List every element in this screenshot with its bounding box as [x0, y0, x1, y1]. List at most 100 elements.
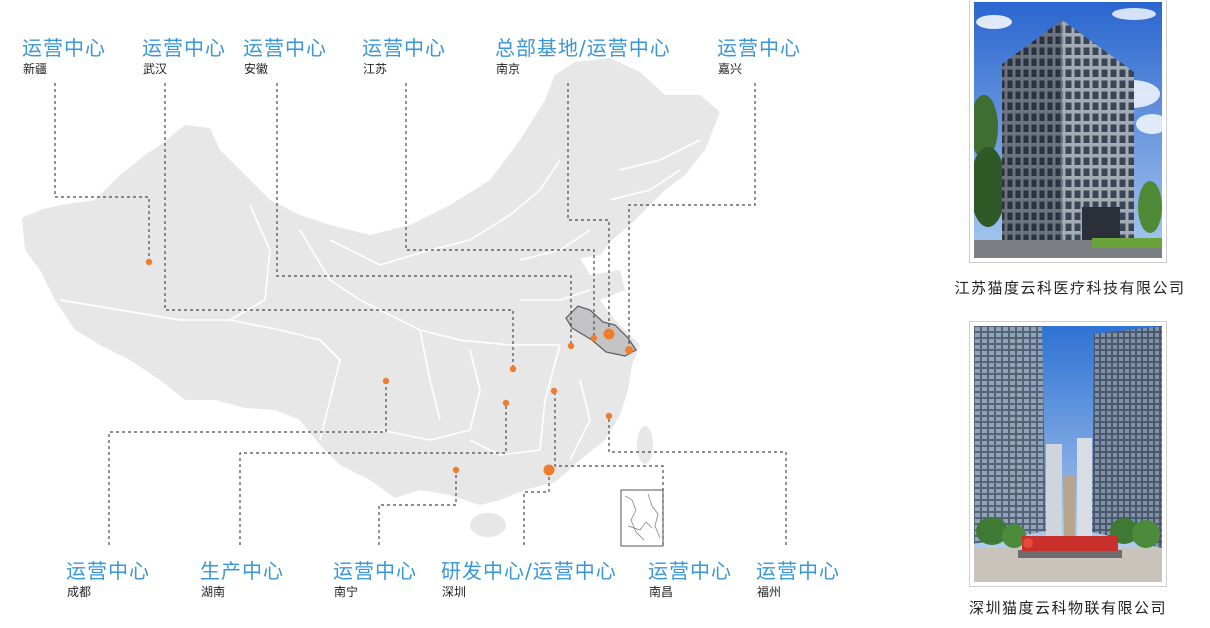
province-border — [329, 159, 561, 266]
center-type-label: 研发中心/运营中心 — [441, 559, 617, 583]
china-map — [22, 58, 787, 547]
location-dot-nanjing — [603, 328, 615, 340]
province-border — [609, 169, 681, 201]
label-nanning: 运营中心 南宁 — [333, 560, 417, 599]
city-label: 深圳 — [442, 585, 467, 599]
connector-line-nanning — [378, 470, 457, 545]
connector-line-nanjing — [567, 83, 610, 334]
center-type-label: 运营中心 — [333, 559, 417, 583]
city-label: 新疆 — [23, 62, 48, 76]
tree — [1138, 181, 1162, 233]
province-border — [419, 329, 441, 421]
lawn — [1092, 238, 1162, 248]
province-border — [379, 429, 471, 441]
center-type-label: 运营中心 — [66, 559, 150, 583]
city-label: 江苏 — [363, 62, 388, 76]
province-border — [569, 379, 591, 461]
left-tower — [974, 326, 1046, 544]
center-type-label: 运营中心 — [362, 36, 446, 60]
tree — [1132, 520, 1160, 548]
shenzhen-company-caption: 深圳猫度云科物联有限公司 — [968, 599, 1167, 617]
tree — [976, 517, 1008, 545]
province-border — [59, 299, 266, 321]
location-dot-chengdu — [382, 377, 390, 385]
province-border — [520, 289, 591, 301]
distant-building — [1077, 438, 1092, 538]
building-left-face — [1002, 20, 1062, 240]
center-type-label: 运营中心 — [717, 36, 801, 60]
jiangsu-office-photo-frame — [969, 0, 1167, 263]
building-right-face — [1062, 20, 1134, 240]
connector-line-nanchang — [554, 391, 664, 545]
connector-line-chengdu — [108, 381, 387, 545]
connector-line-jiaxing — [628, 83, 756, 350]
taiwan-island — [637, 426, 653, 464]
city-label: 南昌 — [649, 585, 674, 599]
entrance-sign — [1022, 536, 1118, 551]
location-dot-nanning — [452, 466, 460, 474]
inset-frame — [620, 489, 664, 547]
label-xinjiang: 运营中心 新疆 — [22, 37, 106, 76]
location-dot-nanchang — [550, 387, 558, 395]
building-entrance — [1082, 207, 1120, 240]
label-nanchang: 运营中心 南昌 — [648, 560, 732, 599]
shenzhen-office-towers-photo — [974, 326, 1162, 582]
province-border — [539, 344, 561, 451]
label-shenzhen: 研发中心/运营中心 深圳 — [441, 560, 617, 599]
province-border — [399, 319, 461, 341]
connector-line-anhui — [276, 83, 572, 346]
label-wuhan: 运营中心 武汉 — [142, 37, 226, 76]
connector-line-hunan — [239, 403, 507, 545]
center-type-label: 运营中心 — [756, 559, 840, 583]
location-dot-wuhan — [509, 365, 517, 373]
location-dot-anhui — [567, 342, 575, 350]
location-dot-shenzhen — [543, 464, 555, 476]
city-label: 安徽 — [244, 62, 269, 76]
entrance-sign-base — [1018, 550, 1122, 558]
province-border — [469, 439, 541, 456]
connector-line-shenzhen — [523, 470, 550, 545]
province-border — [459, 339, 560, 346]
location-dot-hunan — [502, 399, 510, 407]
label-jiaxing: 运营中心 嘉兴 — [717, 37, 801, 76]
inset-boundary — [627, 521, 653, 531]
south-china-sea-inset — [620, 489, 664, 547]
jiangsu-highlight-region — [565, 305, 637, 357]
tree — [1002, 524, 1026, 548]
inset-coastline — [647, 493, 661, 539]
china-mainland-shape — [22, 58, 720, 505]
province-border — [229, 319, 321, 341]
label-chengdu: 运营中心 成都 — [66, 560, 150, 599]
province-border — [469, 349, 481, 431]
center-type-label: 总部基地/运营中心 — [495, 36, 671, 60]
jiangsu-company-caption: 江苏猫度云科医疗科技有限公司 — [954, 279, 1186, 297]
city-label: 南京 — [496, 62, 521, 76]
city-label: 成都 — [67, 585, 92, 599]
connector-line-xinjiang — [54, 83, 150, 262]
center-type-label: 生产中心 — [200, 559, 284, 583]
cloud — [976, 15, 1012, 29]
inset-coastline — [624, 495, 645, 541]
location-dot-fuzhou — [605, 412, 613, 420]
center-type-label: 运营中心 — [243, 36, 327, 60]
jiangsu-office-building-photo — [974, 2, 1162, 258]
city-label: 武汉 — [143, 62, 168, 76]
distant-building — [1064, 476, 1075, 538]
location-dot-xinjiang — [145, 258, 153, 266]
label-jiangsu: 运营中心 江苏 — [362, 37, 446, 76]
cloud — [1112, 8, 1156, 20]
province-border — [299, 229, 401, 321]
label-fuzhou: 运营中心 福州 — [756, 560, 840, 599]
label-anhui: 运营中心 安徽 — [243, 37, 327, 76]
distant-building — [1046, 444, 1062, 539]
center-type-label: 运营中心 — [22, 36, 106, 60]
city-label: 嘉兴 — [718, 62, 743, 76]
center-type-label: 运营中心 — [648, 559, 732, 583]
center-type-label: 运营中心 — [142, 36, 226, 60]
connector-line-fuzhou — [608, 416, 787, 545]
city-label: 福州 — [757, 585, 782, 599]
province-border — [319, 339, 341, 441]
tree — [974, 147, 1006, 227]
location-dot-jiangsu — [590, 334, 598, 342]
label-hunan: 生产中心 湖南 — [200, 560, 284, 599]
